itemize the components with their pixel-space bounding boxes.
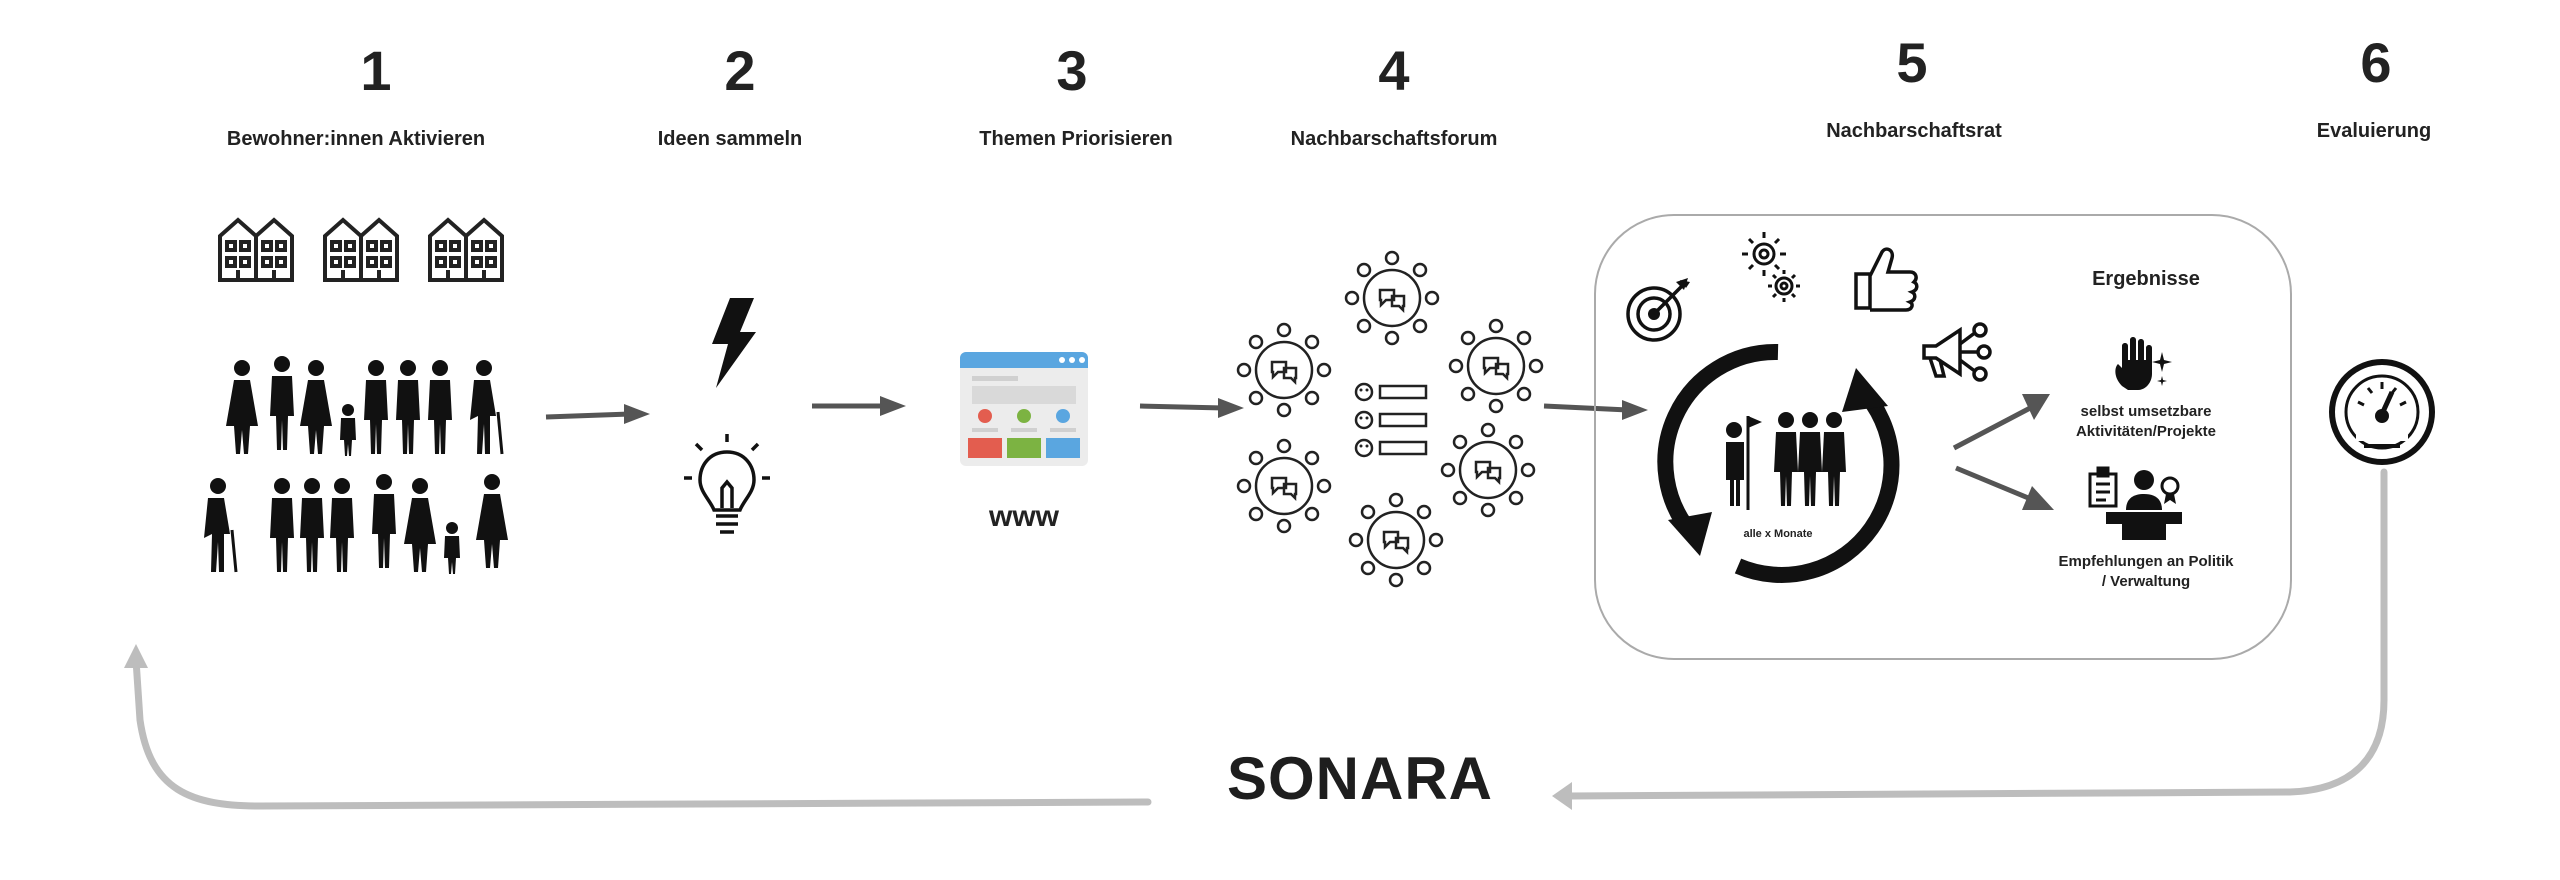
houses-icon: [218, 217, 504, 282]
step-6-title: Evaluierung: [2316, 120, 2432, 142]
voting-list-icon: [1354, 382, 1428, 458]
arrow-3-4: [1139, 398, 1244, 418]
hand-icon: [2115, 337, 2172, 390]
lightbulb-icon: [684, 434, 770, 534]
megaphone-icon: [1922, 322, 1992, 382]
result-2-label: Empfehlungen an Politik / Verwaltung: [2058, 553, 2234, 590]
result-1-label: selbst umsetzbare Aktivitäten/Projekte: [2075, 403, 2217, 440]
step-1-title: Bewohner:innen Aktivieren: [226, 128, 486, 150]
arrow-to-result-2: [1955, 465, 2054, 510]
cycle-arrows-icon: [1657, 343, 1900, 583]
step-5-number: 5: [1896, 31, 1928, 94]
gears-icon: [1742, 232, 1800, 302]
arrow-1-2: [545, 404, 650, 424]
gauge-icon: [2329, 359, 2435, 465]
step-2-number: 2: [724, 39, 756, 102]
lightning-icon: [712, 298, 756, 388]
target-icon: [1626, 278, 1690, 342]
thumbs-up-icon: [1854, 247, 1919, 312]
step-5-title: Nachbarschaftsrat: [1826, 120, 2002, 142]
results-heading: Ergebnisse: [2092, 268, 2200, 290]
brand-title: SONARA: [1226, 745, 1493, 812]
website-label: www: [988, 500, 1059, 533]
arrow-2-3: [812, 396, 906, 416]
step-3-number: 3: [1056, 39, 1088, 102]
arrow-4-5: [1543, 400, 1648, 420]
step-2-title: Ideen sammeln: [657, 128, 803, 150]
step-1-number: 1: [360, 39, 392, 102]
browser-icon: [960, 352, 1088, 466]
cycle-label: alle x Monate: [1743, 528, 1813, 540]
step-4-title: Nachbarschaftsforum: [1290, 128, 1498, 150]
step-3-title: Themen Priorisieren: [979, 128, 1173, 150]
people-group-icon: [202, 356, 508, 574]
step-4-number: 4: [1378, 39, 1410, 102]
speaker-podium-icon: [2088, 466, 2182, 540]
arrow-to-result-1: [1952, 394, 2050, 451]
step-6-number: 6: [2360, 31, 2392, 94]
